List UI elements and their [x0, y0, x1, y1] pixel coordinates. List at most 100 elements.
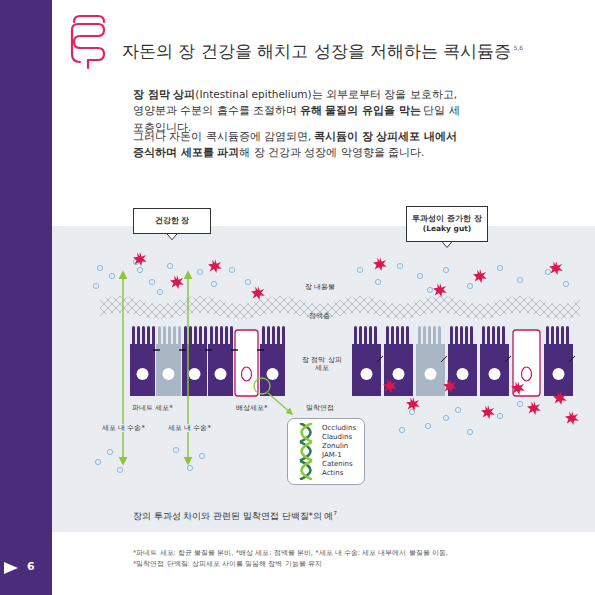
body-text: 해 장 건강과 성장에 악영향을 줍니다.: [239, 146, 424, 158]
transport-label: 세포 내 수송*: [100, 424, 147, 432]
bubble: [425, 423, 430, 428]
bold-text: 장 점막 상피: [133, 88, 195, 100]
broken-junction: [377, 356, 383, 362]
protein-name: Actins: [322, 469, 356, 478]
title-text: 자돈의 장 건강을 해치고 성장을 저해하는 콕시듐증: [122, 41, 511, 61]
protein-name: Catenins: [322, 460, 356, 469]
epithelial-cell: [130, 344, 155, 396]
bubble: [467, 429, 472, 434]
epithelial-cell: [544, 344, 573, 396]
bubble: [517, 277, 522, 282]
cell-label-text: 파네트 세포*: [132, 404, 173, 412]
coccidia: [170, 275, 184, 289]
callout-box: 투과성이 증가한 장 (Leaky gut): [406, 206, 488, 242]
bubble: [417, 273, 422, 278]
bubble: [109, 273, 114, 278]
coccidia: [208, 259, 222, 273]
coccidia: [373, 257, 387, 271]
bubble: [197, 269, 202, 274]
layer-label: 장 점막 상피 세포: [302, 356, 342, 373]
epithelial-cell: [260, 344, 285, 396]
nucleus: [393, 368, 405, 380]
bubble: [157, 289, 162, 294]
epithelial-cell: [182, 344, 207, 396]
nucleus: [522, 367, 532, 381]
nucleus: [189, 368, 201, 380]
tight-junction: [179, 349, 186, 350]
cell-label: 배상세포*: [236, 404, 268, 412]
coccidia: [527, 401, 541, 415]
cell-label: 파네트 세포*: [132, 404, 173, 412]
broken-junction: [441, 356, 447, 362]
footnote-text: *파네트 세포: 항균 물질을 분비, *배상 세포: 점액을 분비, *세포 …: [133, 549, 448, 557]
bubble: [357, 267, 362, 272]
protein-name: Claudins: [322, 433, 356, 442]
bubble: [117, 467, 122, 472]
coccidia: [553, 391, 567, 405]
layer-label-text: 장 점막 상피 세포: [302, 356, 342, 373]
layer-label: 점액층: [309, 312, 330, 320]
bubble: [409, 409, 414, 414]
callout-pointer: [166, 233, 178, 240]
junction-label-text: 밀착연접: [306, 404, 334, 412]
transport-label: 세포 내 수송*: [166, 424, 213, 432]
transport-label-text: 세포 내 수송*: [166, 424, 213, 432]
body-paragraph: 장 점막 상피(Intestinal epithelium)는 외부로부터 장을…: [133, 86, 463, 135]
nucleus: [457, 368, 469, 380]
cell-label-text: 배상세포*: [236, 404, 268, 412]
coccidia: [473, 269, 487, 283]
epithelial-cell: [480, 344, 509, 396]
body-text: 그러나 자돈이 콕시듐증에 감염되면,: [133, 130, 311, 142]
nucleus: [489, 368, 501, 380]
coccidia: [406, 397, 420, 411]
callout-text: 건강한 장: [138, 216, 206, 226]
epithelial-cell: [416, 344, 445, 396]
nucleus: [242, 367, 252, 381]
nucleus: [267, 368, 279, 380]
coccidia: [433, 283, 447, 297]
bubble: [245, 279, 250, 284]
bubble: [455, 407, 460, 412]
bubble: [93, 283, 98, 288]
page-number-text: 6: [27, 560, 35, 573]
bold-text: 유해 물질의 유입을 막는: [300, 104, 421, 116]
bubble: [137, 267, 142, 272]
epithelial-cell: [208, 344, 233, 396]
coccidia: [443, 379, 457, 393]
bubble: [397, 263, 402, 268]
tight-junction: [153, 349, 160, 350]
bubble: [173, 447, 178, 452]
reference-number: 7: [333, 510, 337, 516]
protein-name: JAM-1: [322, 451, 356, 460]
reference-number: 5,6: [513, 44, 523, 51]
bubble: [497, 413, 502, 418]
nucleus: [163, 368, 175, 380]
nucleus: [137, 368, 149, 380]
bubble: [95, 459, 100, 464]
junction-label: 밀착연접: [306, 404, 334, 412]
bubble: [107, 449, 112, 454]
footnote: *파네트 세포: 항균 물질을 분비, *배상 세포: 점액을 분비, *세포 …: [133, 548, 448, 558]
callout-pointer: [441, 241, 453, 248]
footnote-text: *밀착연접 단백질: 상피세포 사이를 밀봉해 장벽 기능을 유지: [133, 560, 322, 568]
protein-name: Zonulin: [322, 442, 356, 451]
footnote: *밀착연접 단백질: 상피세포 사이를 밀봉해 장벽 기능을 유지: [133, 559, 322, 569]
coccidia: [251, 286, 265, 300]
bubble: [443, 415, 448, 420]
layer-label-text: 점액층: [309, 312, 330, 320]
bubble: [199, 453, 204, 458]
protein-box: OccludinsClaudinsZonulinJAM-1CateninsAct…: [287, 418, 365, 485]
epithelial-cell: [384, 344, 413, 396]
coccidia: [133, 252, 147, 266]
epithelial-cell: [156, 344, 181, 396]
body-paragraph: 그러나 자돈이 콕시듐증에 감염되면,콕시듐이 장 상피세포 내에서 증식하며 …: [133, 128, 463, 161]
bubble: [399, 427, 404, 432]
shape: [302, 461, 313, 480]
coccidia: [481, 405, 495, 419]
nucleus: [425, 368, 437, 380]
bubble: [167, 263, 172, 268]
nucleus: [361, 368, 373, 380]
tight-junction: [257, 349, 264, 350]
coccidia: [383, 379, 397, 393]
